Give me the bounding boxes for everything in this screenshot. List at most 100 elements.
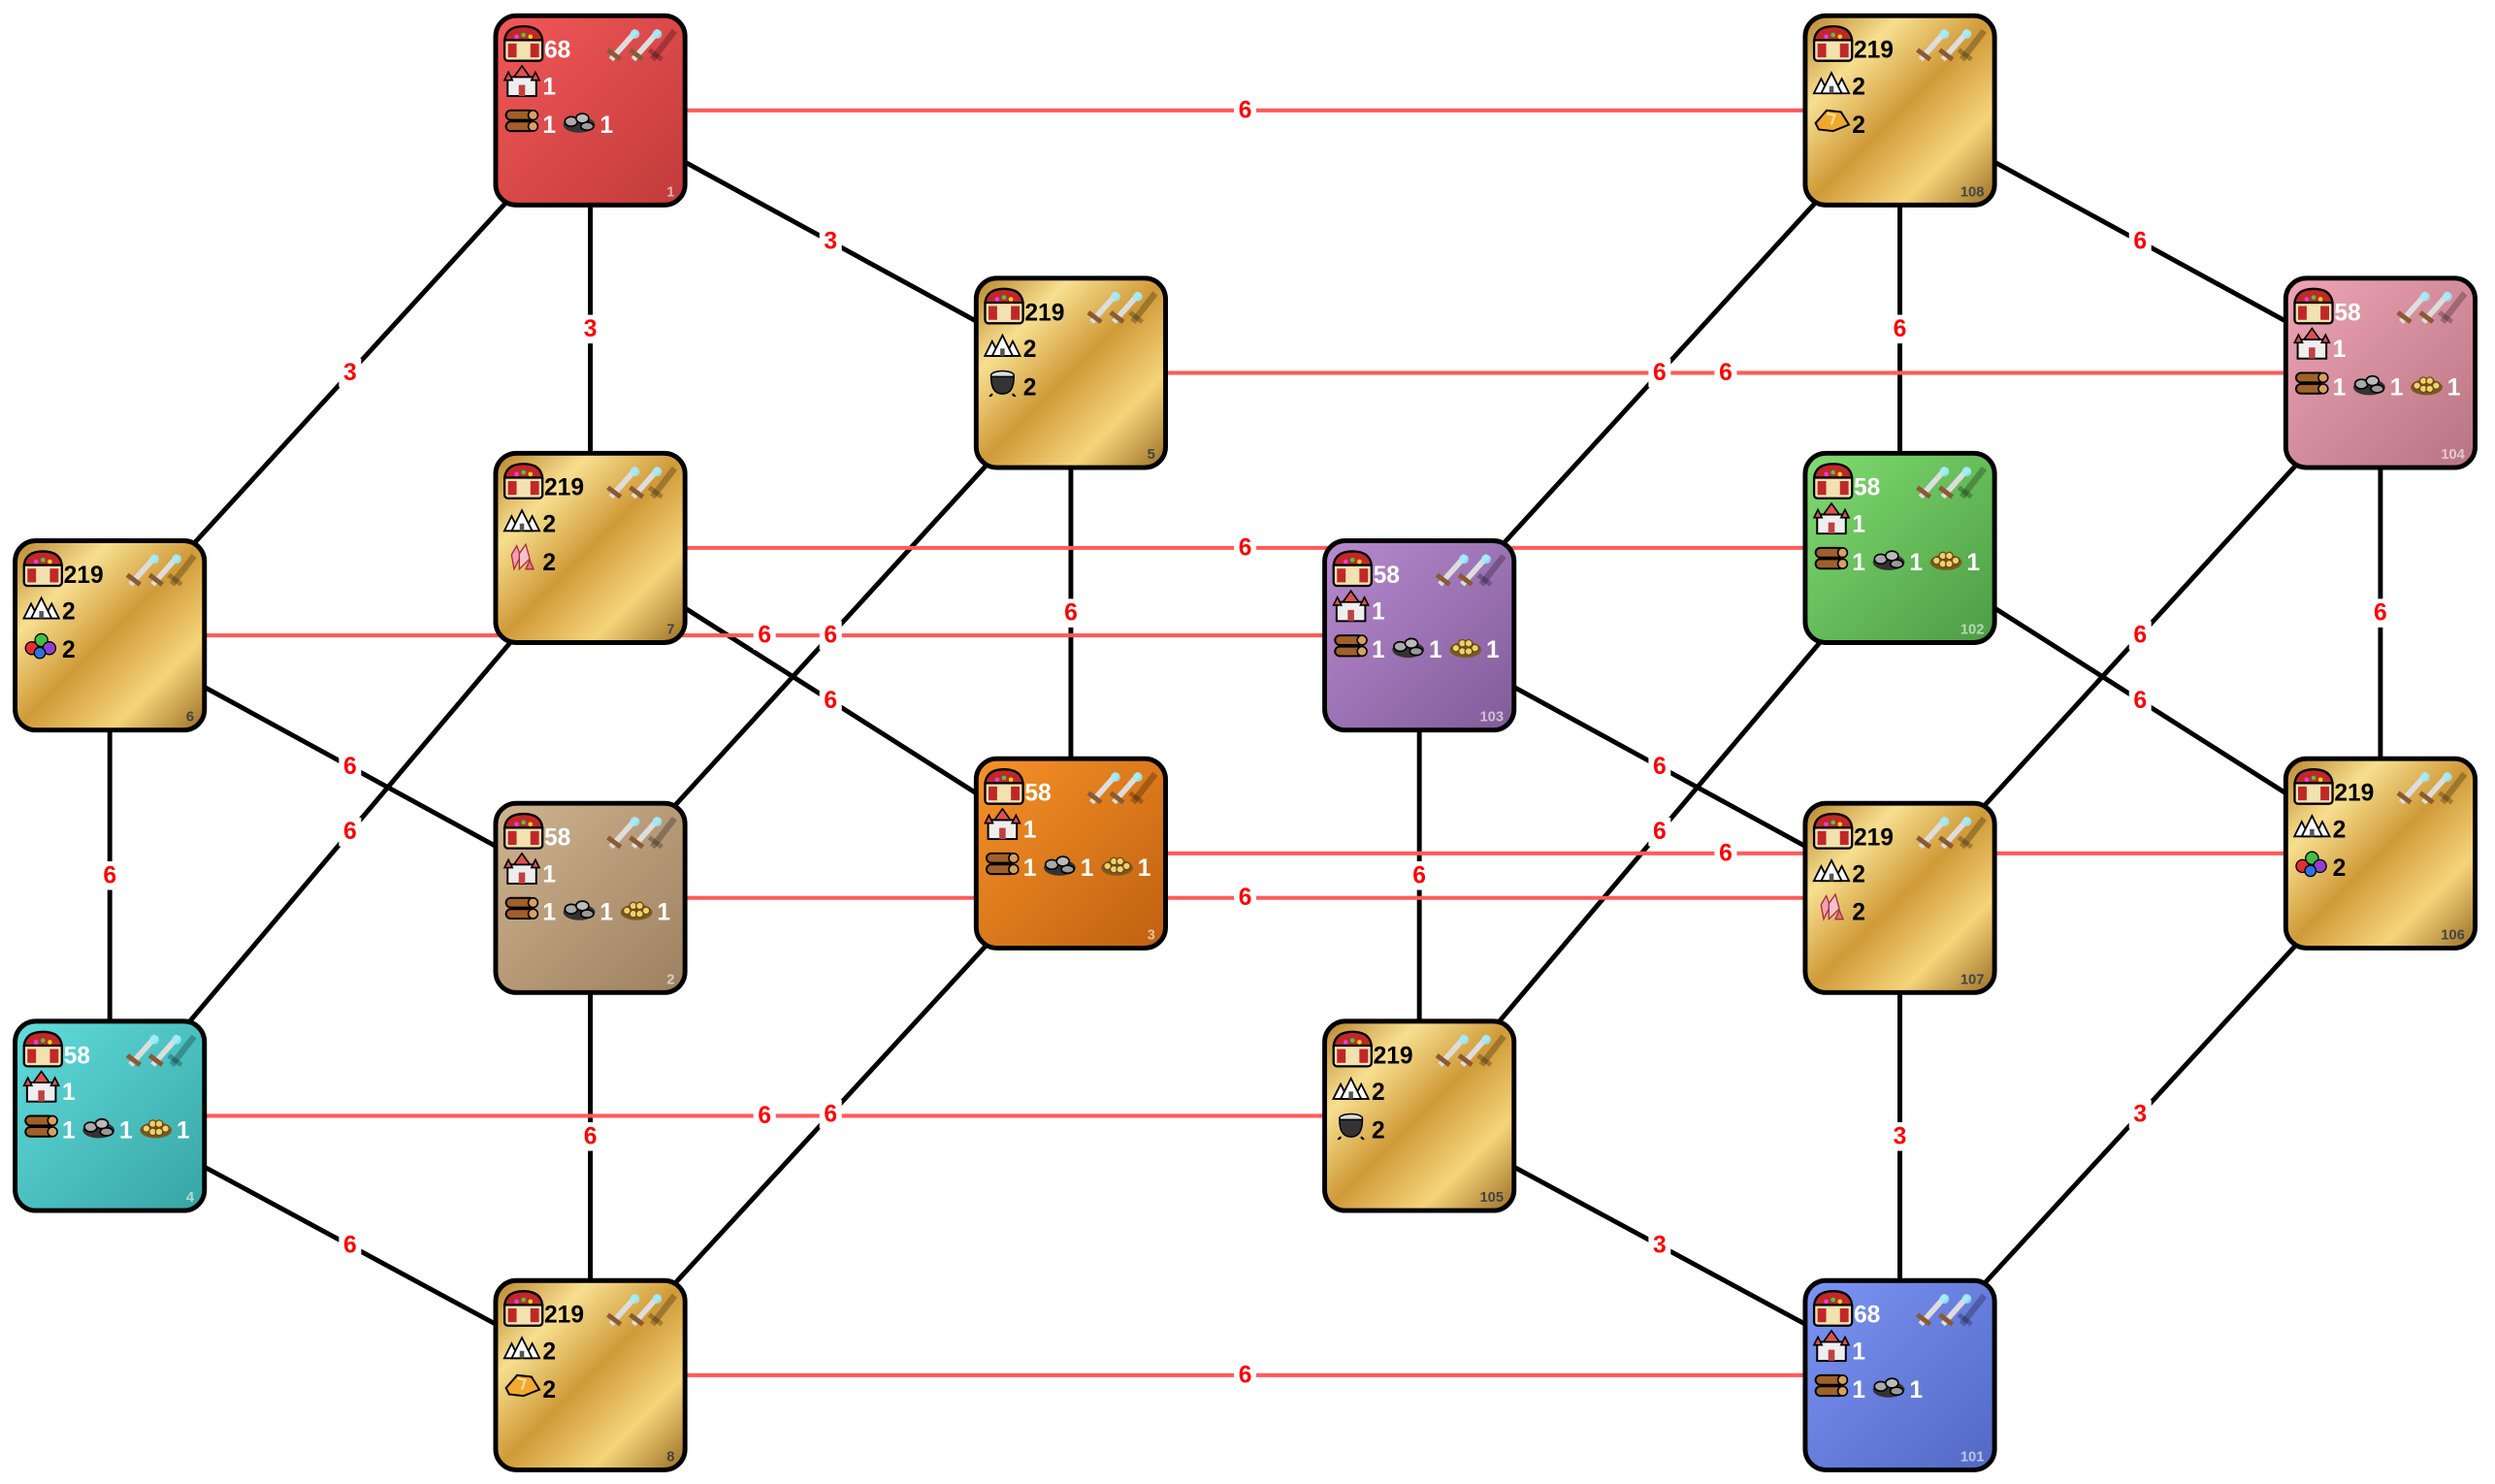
edge-label-bg	[1408, 861, 1431, 890]
territory-tile	[13, 1018, 208, 1213]
territory-id: 6	[186, 710, 194, 726]
edge-label-bg	[339, 1231, 362, 1260]
treasure-chest-icon	[1812, 24, 1854, 62]
resource-count: 1	[2333, 374, 2347, 401]
edge-weight-label: 6	[2133, 623, 2147, 649]
territory-id: 4	[186, 1190, 195, 1206]
edge-weight-label: 3	[1894, 1123, 1907, 1149]
edge-weight-label: 3	[343, 360, 357, 386]
edge-weight-label: 6	[1653, 819, 1667, 845]
treasure-chest-icon	[2293, 767, 2334, 805]
edge-label-bg	[339, 752, 362, 782]
edge-label-bg	[98, 861, 121, 890]
edge-label-bg	[1059, 598, 1083, 628]
edge-label-bg	[2128, 686, 2152, 716]
resource-count: 1	[599, 113, 613, 139]
gold-count: 219	[1024, 300, 1064, 326]
territory-tile	[493, 450, 688, 645]
edge-label-bg	[819, 686, 842, 716]
resource-count: 2	[1852, 113, 1865, 139]
gold-count: 219	[1854, 825, 1894, 852]
treasure-chest-icon	[22, 550, 63, 588]
territory-id: 107	[1960, 972, 1985, 987]
resource-count: 1	[119, 1117, 133, 1144]
territory-tile	[973, 756, 1168, 951]
edge-label-bg	[753, 1101, 776, 1131]
territory-id: 108	[1960, 184, 1985, 200]
territory-tile	[1322, 1018, 1517, 1213]
treasure-chest-icon	[1812, 812, 1854, 850]
edge-weight-label: 3	[824, 229, 837, 255]
territory-id: 8	[666, 1449, 674, 1465]
wood-icon	[504, 109, 539, 133]
territory-tile	[2283, 756, 2478, 951]
territory-id: 106	[2441, 927, 2465, 943]
resource-count: 1	[2447, 374, 2461, 401]
building-count: 2	[1372, 1080, 1385, 1106]
treasure-chest-icon	[1332, 550, 1373, 588]
edge-weight-label: 6	[1653, 360, 1667, 386]
gold-count: 58	[64, 1043, 90, 1069]
resource-count: 1	[1852, 550, 1865, 576]
edge-label-bg	[1714, 839, 1737, 868]
resource-count: 2	[1372, 1117, 1385, 1144]
edge-weight-label: 6	[1719, 840, 1733, 866]
treasure-chest-icon	[502, 1290, 544, 1327]
gold-count: 219	[544, 1303, 584, 1329]
gold-count: 68	[544, 38, 570, 64]
edge-weight-label: 6	[758, 1103, 771, 1129]
gold-count: 68	[1854, 1303, 1880, 1329]
territory-id: 2	[666, 972, 674, 987]
edge-label-bg	[1648, 752, 1671, 782]
resource-count: 2	[542, 550, 556, 576]
territory-id: 101	[1960, 1449, 1985, 1465]
gold-count: 219	[64, 563, 104, 589]
building-count: 1	[542, 861, 556, 887]
territory-tile	[973, 275, 1168, 470]
resource-count: 1	[1372, 637, 1385, 663]
resource-count: 1	[657, 900, 670, 926]
edge-label-bg	[1648, 358, 1671, 388]
territory-id: 7	[666, 622, 674, 637]
edge-weight-label: 6	[1894, 316, 1907, 342]
edge-weight-label: 6	[1064, 600, 1078, 627]
edge-label-bg	[819, 227, 842, 256]
resource-count: 1	[1909, 550, 1923, 576]
wood-icon	[24, 1114, 59, 1138]
wood-icon	[504, 896, 539, 920]
building-count: 1	[2333, 337, 2347, 363]
edge-label-bg	[1234, 96, 1257, 125]
edge-weight-label: 6	[824, 688, 837, 714]
territory-id: 3	[1148, 927, 1155, 943]
treasure-chest-icon	[984, 287, 1024, 325]
edge-label-bg	[1234, 883, 1257, 913]
gold-count: 58	[1374, 563, 1400, 589]
territory-tile	[1802, 13, 1997, 208]
territory-tile	[493, 13, 688, 208]
edge-weight-label: 6	[1719, 360, 1733, 386]
territory-tile	[2283, 275, 2478, 470]
territory-id: 104	[2441, 447, 2465, 463]
edge-label-bg	[2128, 1100, 2152, 1129]
treasure-chest-icon	[22, 1030, 63, 1068]
resource-count: 1	[1909, 1377, 1923, 1403]
resource-count: 1	[1138, 855, 1151, 882]
territory-tile	[493, 1277, 688, 1472]
